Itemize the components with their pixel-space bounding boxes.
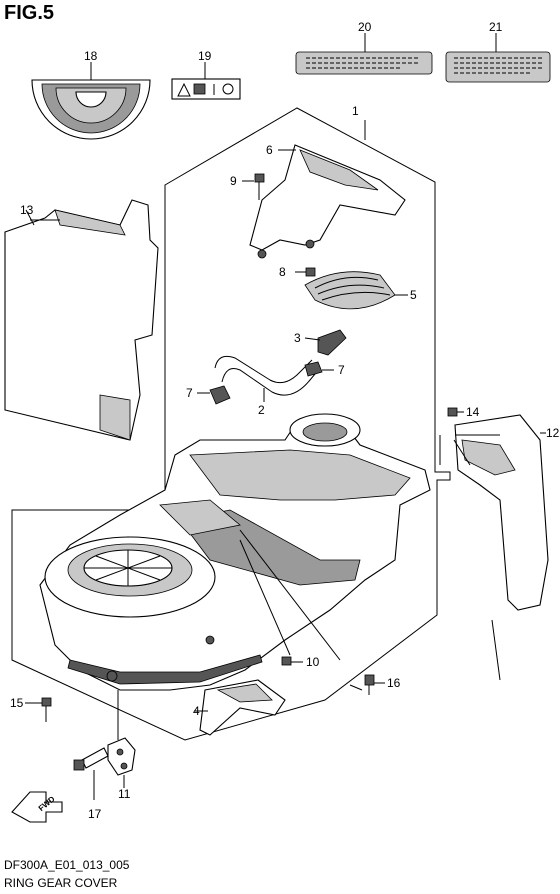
callout-8: 8 — [279, 265, 286, 279]
part-7-clamp-right — [304, 361, 334, 377]
part-14-bolt — [447, 407, 464, 417]
callout-3: 3 — [294, 331, 301, 345]
callout-12: 12 — [546, 426, 560, 440]
part-8-bolt — [295, 267, 316, 277]
callout-18: 18 — [84, 49, 98, 63]
part-12-vertical-duct — [453, 414, 549, 681]
callout-10: 10 — [306, 655, 320, 669]
callout-14: 14 — [466, 405, 480, 419]
part-3-clip — [304, 329, 347, 356]
part-15-bolt — [25, 697, 52, 722]
drawing-code: DF300A_E01_013_005 — [4, 858, 130, 872]
callout-20: 20 — [358, 20, 372, 34]
callout-4: 4 — [193, 704, 200, 718]
part-13-side-cover — [4, 199, 159, 441]
callout-7a: 7 — [186, 386, 193, 400]
part-16-bolt — [364, 674, 385, 695]
callout-numbers: 1 2 3 4 5 6 7 7 8 9 10 11 12 13 14 15 16… — [10, 20, 560, 821]
ring-gear-cover-body — [39, 413, 431, 691]
callout-16: 16 — [387, 676, 401, 690]
callout-21: 21 — [489, 20, 503, 34]
callout-6: 6 — [266, 143, 273, 157]
part-9-bolt — [242, 173, 265, 200]
callout-11: 11 — [118, 787, 131, 801]
part-18-decal — [31, 62, 151, 140]
callout-9: 9 — [230, 174, 237, 188]
fwd-arrow-icon: FWD — [11, 791, 63, 823]
figure-title: FIG.5 — [4, 2, 55, 24]
part-19-warning-label — [171, 62, 241, 100]
callout-17: 17 — [88, 807, 102, 821]
part-6-upper-cover — [249, 144, 406, 259]
callout-13: 13 — [20, 203, 34, 217]
part-7-clamp-left — [197, 385, 231, 405]
part-10-bolt — [281, 656, 303, 666]
callout-5: 5 — [410, 288, 417, 302]
part-20-label — [295, 33, 433, 75]
callout-19: 19 — [198, 49, 212, 63]
part-4-lower-cover — [194, 679, 286, 736]
assembly-outline — [11, 107, 451, 741]
part-17-bolt — [73, 747, 109, 800]
part-2-hose — [214, 355, 321, 402]
figure-caption: RING GEAR COVER — [4, 876, 118, 890]
callout-7b: 7 — [338, 363, 345, 377]
callout-1: 1 — [352, 104, 359, 118]
part-21-label — [445, 33, 551, 83]
leader-lines — [30, 120, 500, 691]
part-11-bracket — [107, 690, 136, 788]
callout-15: 15 — [10, 696, 24, 710]
callout-2: 2 — [258, 403, 265, 417]
part-5-grille — [304, 271, 408, 310]
